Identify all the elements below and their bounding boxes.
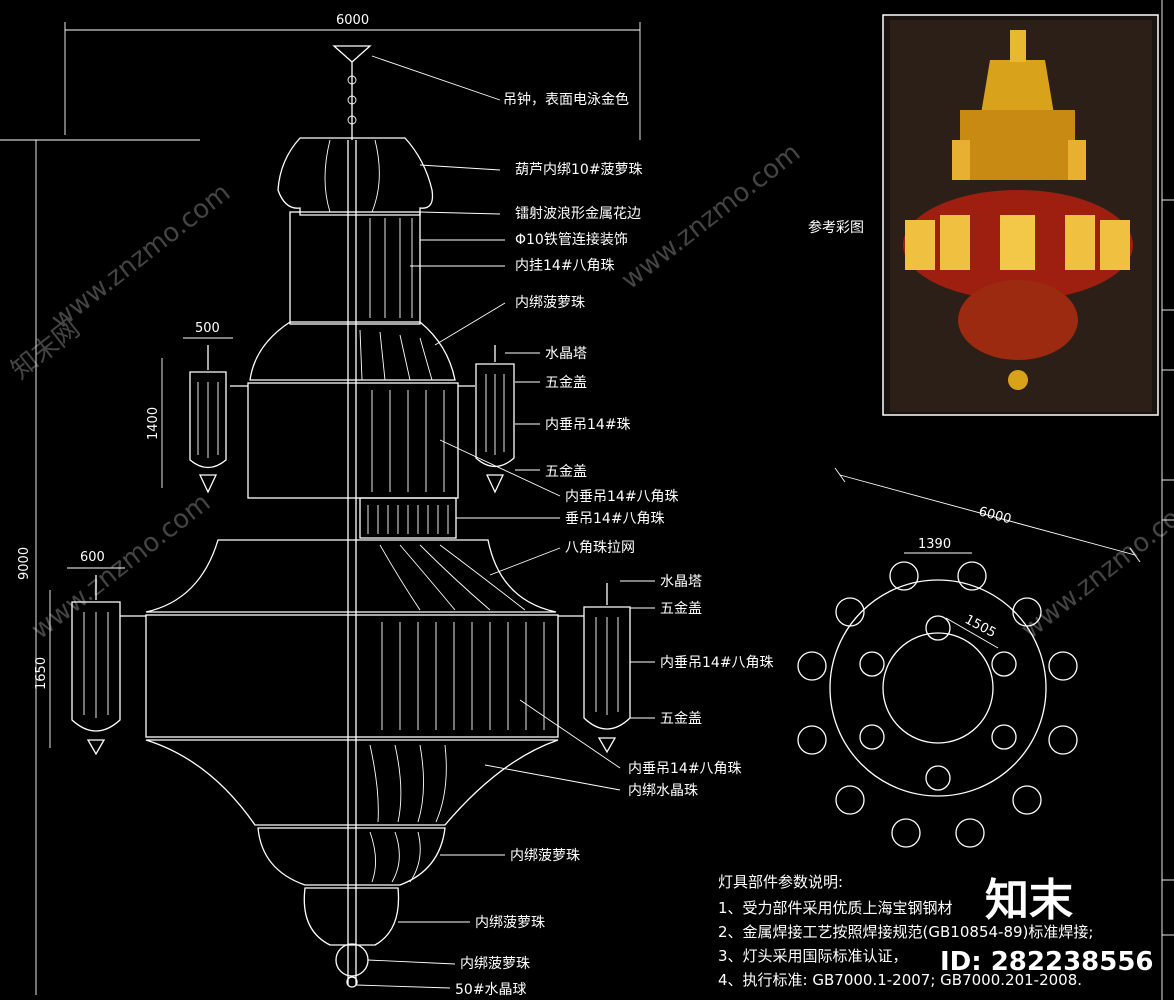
callout-label: 内绑水晶珠 (628, 783, 698, 799)
callout-label: 镭射波浪形金属花边 (515, 206, 641, 222)
watermark-site: www.znzmo.com (1016, 488, 1174, 646)
small-lamp-right (458, 345, 515, 494)
dimension-height: 9000 (17, 140, 37, 995)
dimension-label: 1505 (962, 612, 998, 641)
dimension-label: 1650 (34, 657, 49, 690)
callout-label: 内绑菠萝珠 (510, 848, 580, 864)
callout-label: 吊钟，表面电泳金色 (503, 91, 629, 108)
dimension-label: 9000 (17, 547, 32, 580)
callout-label: 内绑菠萝珠 (475, 915, 545, 931)
callout-label: 内垂吊14#八角珠 (565, 489, 679, 505)
reference-photo (882, 14, 1159, 416)
callout-label: 内挂14#八角珠 (515, 258, 615, 274)
brand-logo: 知末 (985, 875, 1073, 926)
callout-label: 五金盖 (545, 375, 587, 391)
callout-label: 五金盖 (660, 601, 702, 617)
callout-label: 内垂吊14#八角珠 (660, 655, 774, 671)
watermark-cn: 知末网 (6, 314, 86, 386)
callout-label: 内绑菠萝珠 (460, 956, 530, 972)
notes-item: 3、灯头采用国际标准认证， (718, 947, 908, 965)
notes-item: 4、执行标准: GB7000.1-2007; GB7000.201-2008. (718, 971, 1082, 989)
dimension-small-lamp: 500 1400 (146, 321, 233, 488)
callout-label: 内绑菠萝珠 (515, 295, 585, 311)
dimension-label: 6000 (977, 504, 1013, 527)
dimension-top-width: 6000 (64, 13, 641, 140)
callout-label: 水晶塔 (660, 574, 702, 590)
notes-title: 灯具部件参数说明: (718, 873, 843, 891)
dimension-label: 6000 (336, 13, 369, 28)
plan-view: 6000 1390 1505 (797, 467, 1141, 848)
chandelier-elevation (71, 45, 631, 988)
dimension-label: 600 (80, 550, 105, 565)
notes-block: 灯具部件参数说明: 1、受力部件采用优质上海宝钢钢材 2、金属焊接工艺按照焊接规… (718, 873, 1093, 989)
callout-label: 50#水晶球 (455, 982, 527, 998)
reference-label: 参考彩图 (808, 219, 864, 236)
image-id: ID: 282238556 (940, 947, 1154, 977)
large-lamp-right (558, 583, 631, 754)
notes-item: 2、金属焊接工艺按照焊接规范(GB10854-89)标准焊接; (718, 923, 1093, 941)
callout-label: 垂吊14#八角珠 (565, 511, 665, 527)
dimension-large-lamp: 600 1650 (34, 550, 125, 748)
watermark-site: www.znzmo.com (26, 488, 216, 646)
dimension-label: 1390 (918, 537, 951, 552)
callout-label: 水晶塔 (545, 346, 587, 362)
callout-label: 五金盖 (660, 711, 702, 727)
callout-label: 内垂吊14#八角珠 (628, 761, 742, 777)
notes-item: 1、受力部件采用优质上海宝钢钢材 (718, 899, 953, 917)
large-lamp-left (71, 575, 146, 756)
watermark-site: www.znzmo.com (616, 138, 806, 296)
dimension-label: 1400 (146, 407, 161, 440)
dimension-label: 500 (195, 321, 220, 336)
callout-label: 内垂吊14#珠 (545, 417, 631, 433)
callout-label: 八角珠拉网 (565, 540, 635, 556)
callout-label: Φ10铁管连接装饰 (515, 231, 628, 248)
callout-label: 葫芦内绑10#菠萝珠 (515, 162, 643, 178)
callout-label: 五金盖 (545, 464, 587, 480)
watermark-site: www.znzmo.com (46, 178, 236, 336)
small-lamp-left (189, 345, 248, 494)
callout-layer: 吊钟，表面电泳金色 葫芦内绑10#菠萝珠 镭射波浪形金属花边 Φ10铁管连接装饰… (355, 55, 774, 998)
